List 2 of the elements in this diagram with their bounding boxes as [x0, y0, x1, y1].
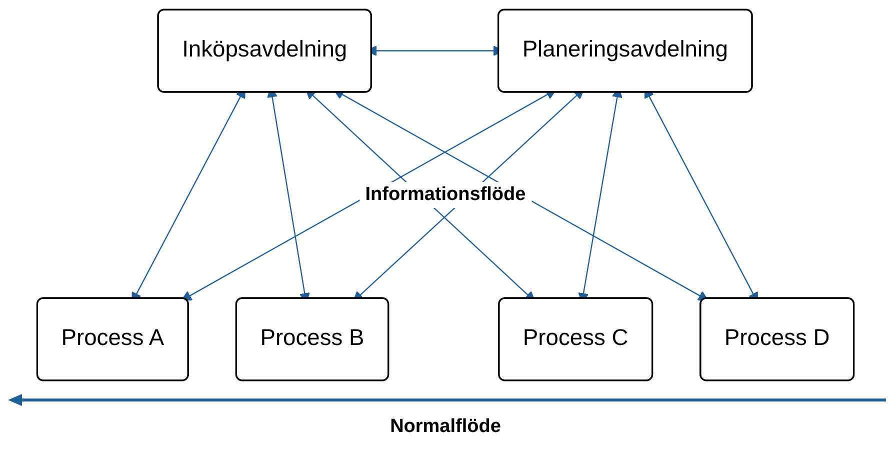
- flow-label: Informationsflöde: [359, 182, 532, 208]
- flow-label: Normalflöde: [390, 416, 501, 438]
